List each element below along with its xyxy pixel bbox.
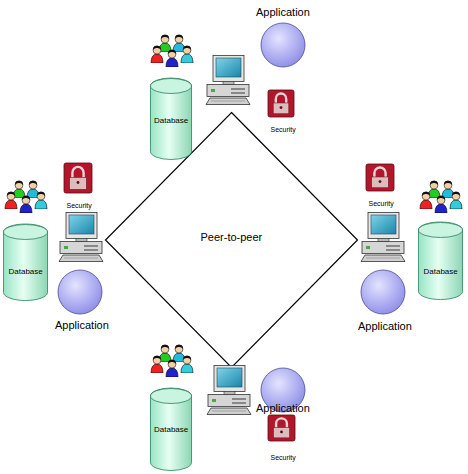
lock-shackle (72, 167, 83, 178)
node-label: Application (256, 7, 310, 18)
database-cylinder (4, 224, 48, 301)
node-outline (3, 224, 48, 301)
node-label: Database (154, 117, 188, 125)
application-circle (361, 270, 405, 314)
node-label: Database (154, 426, 188, 434)
database-cylinder (419, 222, 463, 300)
users-icon (420, 181, 462, 213)
lock-keyhole (379, 180, 382, 183)
node-label: Database (9, 268, 43, 276)
lock-keyhole (280, 431, 283, 434)
lock-shackle (276, 418, 287, 428)
peer-diamond-node: Peer-to-peer (105, 112, 358, 368)
node-label: Application (55, 320, 109, 331)
security-lock (64, 163, 92, 193)
cylinder-top (419, 223, 463, 238)
lock-keyhole (280, 106, 283, 109)
cylinder-top (4, 225, 48, 240)
cylinder-top (151, 79, 192, 94)
node-label: Application (358, 321, 412, 332)
node-label: Security (271, 454, 296, 461)
lock-shackle (276, 94, 286, 104)
lock-body (70, 177, 87, 189)
peer-diamond (106, 113, 358, 368)
database-cylinder (151, 78, 192, 160)
lock-shackle (374, 168, 385, 178)
application-circle (58, 270, 102, 314)
users-icon (151, 345, 193, 377)
security-lock (268, 415, 295, 441)
application-node: Application (355, 268, 415, 332)
database-node: Database (3, 224, 48, 301)
security-node: Security (262, 414, 304, 462)
node-label: Application (256, 403, 310, 414)
lock-body (273, 427, 289, 437)
security-node: Security (360, 163, 402, 209)
node-outline (418, 222, 463, 300)
node-label: Security (271, 126, 296, 133)
security-lock (366, 164, 394, 191)
database-node: Database (150, 78, 192, 160)
node-label: Security (67, 202, 92, 209)
lock-keyhole (77, 181, 80, 184)
database-cylinder (151, 388, 192, 471)
node-label: Database (424, 268, 458, 276)
lock-body (372, 177, 389, 188)
database-node: Database (418, 222, 463, 300)
database-node: Database (150, 388, 192, 471)
lock-body (273, 103, 289, 114)
cylinder-top (151, 389, 192, 404)
computer-icon (59, 213, 103, 262)
application-node: Application (253, 3, 313, 69)
users-icon (5, 181, 47, 213)
application-node: Application (52, 268, 112, 332)
security-node: Security (262, 89, 304, 135)
users-icon (151, 35, 193, 67)
computer-icon (206, 56, 250, 105)
application-circle (261, 23, 305, 67)
node-label: Peer-to-peer (201, 232, 263, 243)
computer-icon (361, 213, 405, 262)
security-lock (268, 90, 294, 117)
security-node: Security (58, 163, 100, 209)
computer-icon (207, 366, 251, 415)
application-node: Application (253, 366, 313, 416)
node-label: Security (369, 200, 394, 207)
